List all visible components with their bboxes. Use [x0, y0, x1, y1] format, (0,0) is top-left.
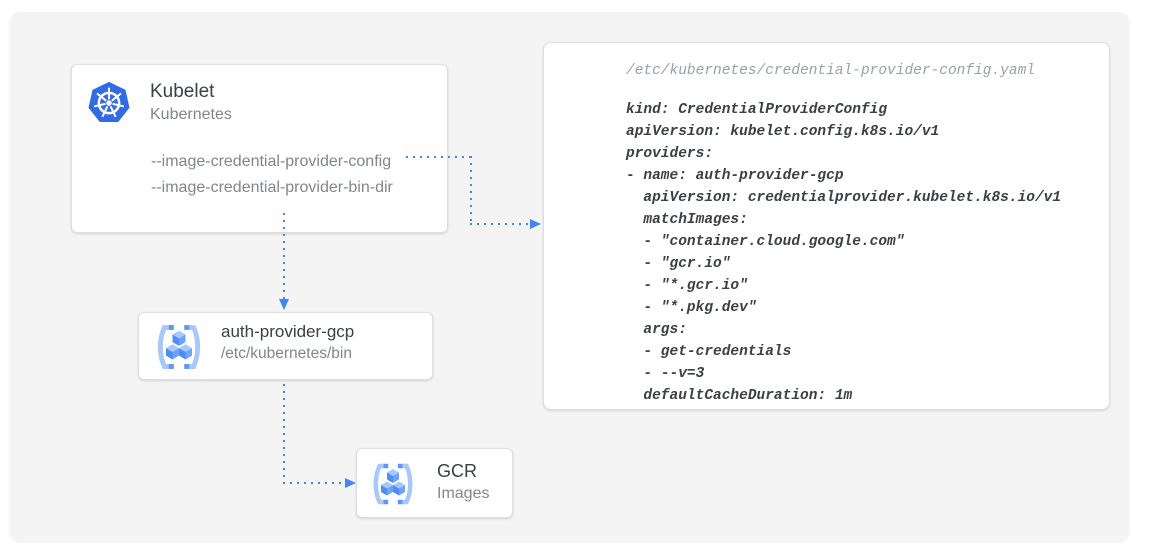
kubelet-flags: --image-credential-provider-config --ima… — [151, 149, 393, 201]
gcr-icon — [153, 321, 205, 378]
gcr-icon — [369, 460, 417, 513]
config-file-path: /etc/kubernetes/credential-provider-conf… — [626, 63, 1035, 79]
arrowhead-to-auth-provider-icon — [278, 299, 289, 310]
arrowhead-to-yaml-icon — [530, 218, 541, 229]
kubelet-flag-config: --image-credential-provider-config — [151, 153, 392, 170]
arrow-auth-provider-to-gcr-segment-1 — [283, 384, 285, 483]
arrow-auth-provider-to-gcr-segment-2 — [283, 482, 345, 484]
arrow-config-to-yaml-segment-2 — [470, 156, 472, 224]
kubelet-flag-bin-dir: --image-credential-provider-bin-dir — [151, 179, 393, 196]
kubelet-title: Kubelet — [150, 81, 215, 102]
auth-provider-title: auth-provider-gcp — [221, 322, 355, 341]
arrowhead-to-gcr-icon — [345, 477, 356, 488]
node-auth-provider-gcp: auth-provider-gcp /etc/kubernetes/bin — [138, 312, 433, 380]
yaml-code-block: kind: CredentialProviderConfig apiVersio… — [626, 102, 1062, 404]
auth-provider-path: /etc/kubernetes/bin — [221, 345, 352, 362]
kubernetes-icon — [86, 80, 132, 131]
gcr-title: GCR — [437, 461, 477, 481]
gcr-subtitle: Images — [437, 485, 490, 502]
credential-provider-config-panel: /etc/kubernetes/credential-provider-conf… — [543, 42, 1110, 410]
node-gcr: GCR Images — [356, 448, 513, 518]
kubelet-subtitle: Kubernetes — [150, 106, 232, 123]
arrow-config-to-yaml-segment-1 — [406, 156, 472, 158]
node-kubelet: Kubelet Kubernetes --image-credential-pr… — [71, 64, 448, 233]
arrow-kubelet-to-auth-provider — [283, 213, 285, 299]
arrow-config-to-yaml-segment-3 — [470, 223, 530, 225]
